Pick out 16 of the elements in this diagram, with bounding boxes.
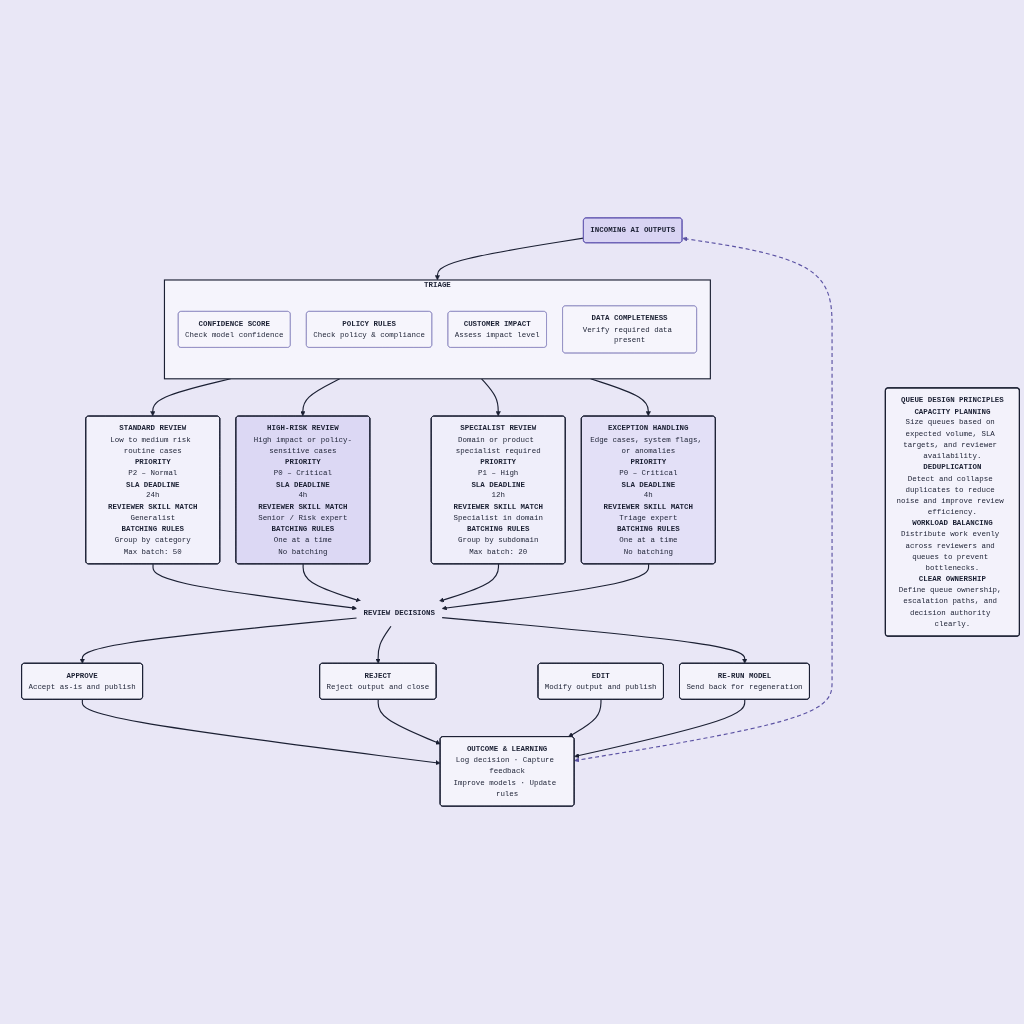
arrow	[590, 378, 651, 417]
arrow	[481, 378, 501, 417]
arrow	[568, 699, 602, 738]
arrow	[152, 563, 358, 611]
arrow	[574, 236, 833, 763]
arrow	[574, 699, 746, 758]
arrow	[300, 378, 341, 417]
arrow	[302, 563, 362, 603]
arrow	[377, 699, 441, 745]
arrow	[441, 617, 748, 664]
arrow	[441, 563, 650, 611]
arrow	[434, 237, 584, 281]
arrow	[79, 617, 358, 664]
arrow	[438, 563, 500, 603]
arrow	[375, 625, 392, 664]
arrow	[81, 699, 441, 766]
